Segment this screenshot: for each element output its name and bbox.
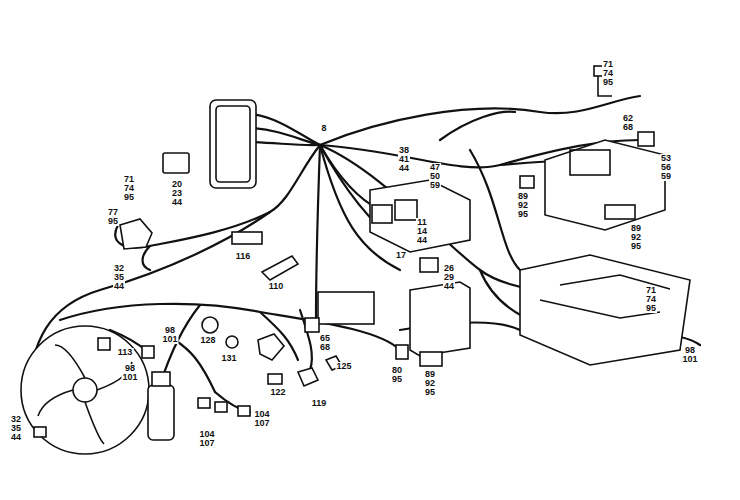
component-outline — [420, 352, 442, 366]
callout-number: 89 92 95 — [424, 370, 436, 397]
component-outline — [98, 338, 110, 350]
callout-number: 32 35 44 — [10, 415, 22, 442]
callout-number: 89 92 95 — [517, 192, 529, 219]
callout-number: 104 107 — [198, 430, 215, 448]
component-outline — [570, 150, 610, 175]
component-outline — [152, 372, 170, 386]
component-outline — [520, 255, 690, 365]
component-outline — [540, 300, 660, 318]
component-outline — [258, 334, 284, 360]
component-outline — [226, 336, 238, 348]
component-outline — [232, 232, 262, 244]
harness-wire — [252, 114, 320, 145]
component-outline — [410, 282, 470, 356]
component-outline — [120, 219, 152, 249]
component-outline — [372, 205, 392, 223]
component-outline — [38, 345, 132, 444]
component-outline — [21, 326, 149, 454]
component-outline — [370, 180, 470, 252]
callout-number: 11 14 44 — [416, 218, 428, 245]
component-outline — [198, 398, 210, 408]
harness-wire — [470, 150, 520, 270]
component-outline — [148, 385, 174, 440]
callout-number: 38 41 44 — [398, 146, 410, 173]
harness-wire — [252, 128, 320, 145]
harness-wire — [28, 96, 700, 412]
callout-number: 65 68 — [319, 334, 331, 352]
component-outline — [420, 258, 438, 272]
component-outline — [142, 346, 154, 358]
callout-number: 119 — [311, 399, 328, 408]
component-outline — [216, 106, 250, 182]
callout-number: 131 — [220, 354, 237, 363]
callout-number: 113 — [117, 348, 134, 357]
component-outline — [545, 140, 665, 230]
callout-number: 128 — [199, 336, 216, 345]
component-outline — [210, 100, 256, 188]
component-outline — [305, 318, 319, 332]
callout-number: 122 — [269, 388, 286, 397]
component-outline — [318, 292, 374, 324]
component-outline — [238, 406, 250, 416]
component-outline — [73, 378, 97, 402]
callout-number: 26 29 44 — [443, 264, 455, 291]
harness-wire — [320, 96, 640, 145]
component-outline — [520, 176, 534, 188]
harness-wire — [143, 246, 151, 270]
component-outline — [298, 368, 318, 386]
callout-number: 20 23 44 — [171, 180, 183, 207]
callout-number: 89 92 95 — [630, 224, 642, 251]
callout-number: 104 107 — [253, 410, 270, 428]
callout-number: 110 — [268, 282, 285, 291]
harness-wire — [320, 145, 400, 270]
callout-number: 71 74 95 — [602, 60, 614, 87]
callout-number: 98 101 — [121, 364, 138, 382]
callout-number: 62 68 — [622, 114, 634, 132]
callout-number: 53 56 59 — [660, 154, 672, 181]
component-outline — [21, 66, 690, 454]
component-outline — [202, 317, 218, 333]
callout-number: 80 95 — [391, 366, 403, 384]
callout-number: 8 — [320, 124, 327, 133]
callout-number: 116 — [235, 252, 252, 261]
callout-number: 17 — [395, 251, 407, 260]
harness-wire — [252, 142, 320, 145]
component-outline — [395, 200, 417, 220]
component-outline — [396, 345, 408, 359]
callout-number: 47 50 59 — [429, 163, 441, 190]
component-outline — [215, 402, 227, 412]
harness-wire — [175, 340, 215, 392]
callout-number: 32 35 44 — [113, 264, 125, 291]
component-outline — [34, 427, 46, 437]
component-outline — [262, 256, 298, 280]
component-outline — [638, 132, 654, 146]
callout-number: 98 101 — [681, 346, 698, 364]
harness-wire — [440, 112, 515, 140]
callout-number: 71 74 95 — [645, 286, 657, 313]
callout-number: 98 101 — [161, 326, 178, 344]
callout-number: 77 95 — [107, 208, 119, 226]
component-outline — [268, 374, 282, 384]
component-outline — [163, 153, 189, 173]
callout-number: 125 — [335, 362, 352, 371]
component-outline — [605, 205, 635, 219]
callout-number: 71 74 95 — [123, 175, 135, 202]
